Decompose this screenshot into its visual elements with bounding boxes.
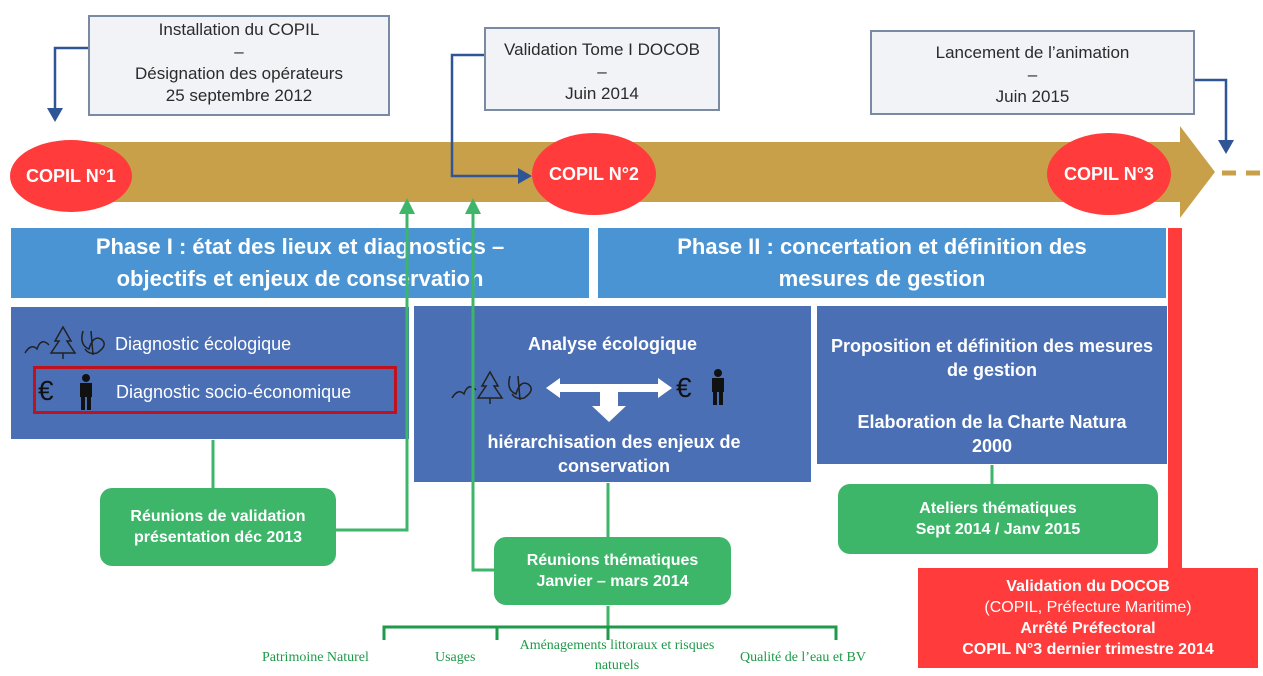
nature-icon bbox=[24, 325, 105, 359]
validation-to-timeline-connector bbox=[336, 210, 409, 532]
phase-1-line: Phase I : état des lieux et diagnostics … bbox=[95, 234, 505, 259]
category-usages: Usages bbox=[435, 650, 476, 665]
copil-label: COPIL N°2 bbox=[549, 163, 639, 184]
analyse-title: Analyse écologique bbox=[527, 334, 698, 354]
socio-economic-highlight: € Diagnostic socio-économique bbox=[33, 366, 397, 414]
callout2-arrow bbox=[450, 53, 522, 178]
callout-line: Installation du COPIL bbox=[158, 20, 320, 39]
callout-line: – bbox=[597, 62, 607, 81]
phase-1-banner: Phase I : état des lieux et diagnostics … bbox=[11, 228, 589, 298]
callout1-arrowhead bbox=[47, 108, 63, 122]
validation-docob-subtitle: (COPIL, Préfecture Maritime) bbox=[984, 599, 1192, 616]
person-icon bbox=[712, 369, 724, 405]
copil-1-badge: COPIL N°1 bbox=[10, 140, 132, 212]
callout-line: – bbox=[234, 42, 244, 61]
phase-2-line: mesures de gestion bbox=[778, 266, 986, 291]
euro-icon: € bbox=[38, 375, 54, 406]
callout-line: Juin 2015 bbox=[995, 87, 1070, 106]
euro-icon: € bbox=[676, 372, 692, 403]
callout-line: 25 septembre 2012 bbox=[165, 86, 313, 105]
callout-validation-tome1: Validation Tome I DOCOB – Juin 2014 bbox=[484, 27, 720, 111]
categories-bracket bbox=[382, 625, 838, 640]
reunions-validation-line: présentation déc 2013 bbox=[133, 529, 303, 546]
copil-3-badge: COPIL N°3 bbox=[1047, 133, 1171, 215]
category-patrimoine: Patrimoine Naturel bbox=[262, 650, 369, 665]
callout2-arrowhead bbox=[518, 168, 532, 184]
reunions-validation-box: Réunions de validation présentation déc … bbox=[100, 488, 336, 566]
person-icon bbox=[80, 374, 92, 410]
proposition-block: Proposition et définition des mesures de… bbox=[817, 306, 1167, 464]
reunions-thematiques-line: Janvier – mars 2014 bbox=[536, 573, 689, 590]
phase-2-line: Phase II : concertation et définition de… bbox=[677, 234, 1087, 259]
ateliers-thematiques-box: Ateliers thématiques Sept 2014 / Janv 20… bbox=[838, 484, 1158, 554]
analyse-subtitle: hiérarchisation des enjeux de conservati… bbox=[487, 432, 741, 476]
callout-line: Juin 2014 bbox=[565, 84, 639, 103]
phase-1-line: objectifs et enjeux de conservation bbox=[116, 266, 484, 291]
callout-line: – bbox=[1027, 65, 1038, 84]
reunions-thematiques-line: Réunions thématiques bbox=[526, 552, 699, 569]
callout-line: Validation Tome I DOCOB bbox=[504, 40, 700, 59]
analyse-block: Analyse écologique € hiérarchisation des… bbox=[414, 306, 811, 482]
callout-copil-installation: Installation du COPIL – Désignation des … bbox=[88, 15, 390, 116]
category-qualite-eau: Qualité de l’eau et BV bbox=[740, 650, 866, 665]
arrete-prefectoral-label: Arrêté Préfectoral bbox=[1020, 620, 1156, 637]
diagnostic-socio-label: Diagnostic socio-économique bbox=[116, 382, 352, 402]
phase-2-banner: Phase II : concertation et définition de… bbox=[598, 228, 1166, 298]
ateliers-line: Ateliers thématiques bbox=[919, 500, 1077, 517]
copil-2-badge: COPIL N°2 bbox=[532, 133, 656, 215]
callout-line: Lancement de l’animation bbox=[935, 43, 1130, 62]
callout3-arrow bbox=[1195, 78, 1228, 142]
callout-lancement-animation: Lancement de l’animation – Juin 2015 bbox=[870, 30, 1195, 115]
diagnostics-block: Diagnostic écologique € Diagnostic socio… bbox=[11, 307, 409, 439]
ateliers-line: Sept 2014 / Janv 2015 bbox=[915, 521, 1081, 538]
callout1-arrow bbox=[53, 46, 88, 112]
callout-line: Désignation des opérateurs bbox=[135, 64, 343, 83]
validation-arrowhead bbox=[399, 198, 415, 214]
callout3-arrowhead bbox=[1218, 140, 1234, 154]
double-arrow-icon bbox=[546, 378, 672, 422]
thematiques-to-timeline-connector bbox=[471, 210, 494, 572]
reunions-thematiques-box: Réunions thématiques Janvier – mars 2014 bbox=[494, 537, 731, 605]
reunions-validation-line: Réunions de validation bbox=[130, 508, 306, 525]
diagnostic-ecologique-label: Diagnostic écologique bbox=[115, 334, 292, 354]
category-amenagements: Aménagements littoraux et risques nature… bbox=[519, 638, 715, 673]
copil3-date-label: COPIL N°3 dernier trimestre 2014 bbox=[962, 641, 1214, 658]
copil-label: COPIL N°1 bbox=[26, 165, 116, 186]
thematiques-arrowhead bbox=[465, 198, 481, 214]
copil-label: COPIL N°3 bbox=[1064, 163, 1154, 184]
validation-docob-title: Validation du DOCOB bbox=[1006, 578, 1170, 595]
validation-docob-box: Validation du DOCOB (COPIL, Préfecture M… bbox=[918, 568, 1258, 668]
proposition-label: Proposition et définition des mesures de… bbox=[830, 336, 1154, 380]
final-vertical-bar bbox=[1168, 228, 1182, 570]
charte-label: Elaboration de la Charte Natura 2000 bbox=[857, 412, 1127, 456]
